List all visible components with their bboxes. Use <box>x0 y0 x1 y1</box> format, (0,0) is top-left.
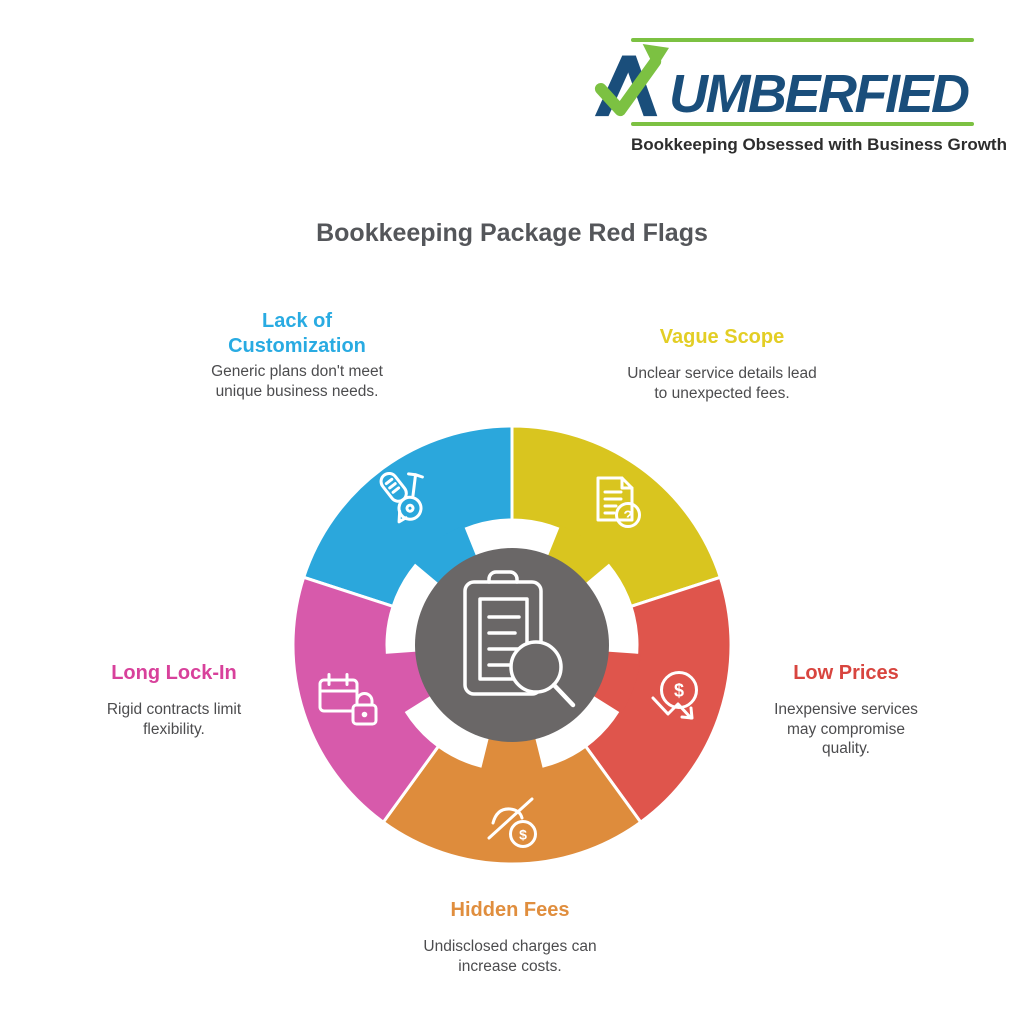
flag-description: Unclear service details lead to unexpect… <box>627 365 817 402</box>
flag-heading: Lack of Customization <box>228 310 366 357</box>
flag-description: Generic plans don't meet unique business… <box>211 363 383 400</box>
label-vague-scope: Vague Scope Unclear service details lead… <box>624 325 820 403</box>
label-long-lock-in: Long Lock-In Rigid contracts limit flexi… <box>86 661 262 739</box>
label-hidden-fees: Hidden Fees Undisclosed charges can incr… <box>417 898 603 976</box>
logo-rule-top <box>631 38 974 42</box>
brand-wordmark: UMBERFIED <box>587 43 974 125</box>
price-drop-icon: $ <box>651 671 698 720</box>
document-question-icon: ? <box>596 476 641 528</box>
flag-description: Rigid contracts limit flexibility. <box>106 701 242 738</box>
growth-check-arrow <box>594 55 662 117</box>
numberfied-logo: UMBERFIED Bookkeeping Obsessed with Busi… <box>594 38 1007 155</box>
flag-description: Undisclosed charges can increase costs. <box>423 938 597 975</box>
logo-rule-bottom <box>631 122 974 126</box>
clipboard-search-icon <box>463 570 576 708</box>
flag-heading: Low Prices <box>793 662 899 684</box>
logo-n-growth-arrow-icon <box>594 43 669 117</box>
flag-description: Inexpensive services may compromise qual… <box>774 701 918 758</box>
label-low-prices: Low Prices Inexpensive services may comp… <box>766 661 926 759</box>
svg-text:$: $ <box>674 681 684 701</box>
customization-tool-icon <box>379 471 424 524</box>
hidden-eye-dollar-icon: $ <box>487 797 537 848</box>
brand-text: UMBERFIED <box>669 64 970 125</box>
logo-tagline: Bookkeeping Obsessed with Business Growt… <box>631 135 1007 154</box>
arrow-head <box>642 43 669 70</box>
page-title: Bookkeeping Package Red Flags <box>316 219 708 247</box>
flag-heading: Long Lock-In <box>111 662 237 684</box>
label-lack-of-customization: Lack of Customization Generic plans don'… <box>207 309 387 401</box>
svg-text:?: ? <box>623 508 632 525</box>
svg-text:$: $ <box>519 827 527 843</box>
red-flags-wheel: ? $ $ <box>291 424 733 866</box>
calendar-lock-icon <box>318 673 378 726</box>
flag-heading: Vague Scope <box>659 326 785 348</box>
center-hub <box>415 548 609 742</box>
flag-heading: Hidden Fees <box>450 899 570 921</box>
